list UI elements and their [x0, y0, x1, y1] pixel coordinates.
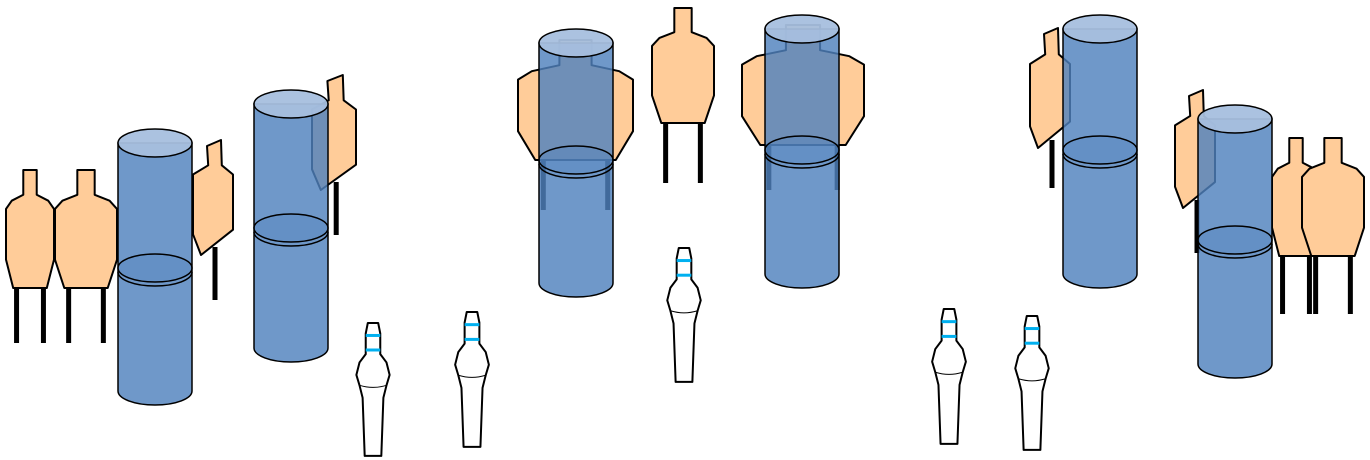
pin-neck-line — [935, 371, 963, 375]
barrel-seam-rim — [1062, 153, 1138, 169]
target-silhouette — [651, 7, 715, 124]
target-silhouette — [1301, 137, 1365, 257]
paper-target — [5, 169, 55, 343]
barrel-body — [117, 142, 193, 406]
pin-neck-line — [670, 310, 698, 314]
barrel-top — [764, 14, 840, 44]
barrel-seam-rim — [764, 153, 840, 169]
bowling-pin — [454, 311, 490, 448]
target-side-silhouette — [192, 139, 234, 256]
pin-neck-line — [1018, 378, 1046, 382]
target-silhouette — [54, 169, 118, 289]
target-side-silhouette — [1029, 27, 1071, 149]
pin-neck-line — [458, 374, 486, 378]
paper-target — [651, 7, 715, 183]
pin-body — [355, 322, 391, 457]
pin-body — [454, 311, 490, 448]
barrel-top — [538, 28, 614, 58]
barrel-body — [538, 42, 614, 298]
barrel-stack — [117, 128, 193, 406]
bowling-pin — [1014, 315, 1050, 451]
barrel-seam-rim — [1197, 243, 1273, 259]
bowling-pin — [666, 247, 702, 383]
barrel-stack — [538, 28, 614, 298]
paper-target-side — [1029, 27, 1071, 188]
paper-target — [54, 169, 118, 343]
barrel-seam — [117, 253, 193, 283]
target-silhouette — [5, 169, 55, 289]
barrel-stack — [764, 14, 840, 289]
pin-body — [1014, 315, 1050, 451]
barrel-seam-rim — [253, 231, 329, 247]
paper-target-side — [192, 139, 234, 300]
barrel-top — [1062, 14, 1138, 44]
barrel-top — [1197, 104, 1273, 134]
barrel-top — [117, 128, 193, 158]
barrel-seam — [253, 213, 329, 243]
barrel-seam — [1197, 225, 1273, 255]
bowling-pin — [931, 308, 967, 445]
barrel-seam-rim — [538, 163, 614, 179]
barrel-body — [764, 28, 840, 289]
barrel-top — [253, 89, 329, 119]
barrel-stack — [1197, 104, 1273, 379]
paper-target — [1301, 137, 1365, 314]
bowling-pin — [355, 322, 391, 457]
barrel-seam-rim — [117, 271, 193, 287]
pin-body — [931, 308, 967, 445]
barrel-stack — [253, 89, 329, 363]
barrel-body — [253, 103, 329, 363]
barrel-stack — [1062, 14, 1138, 289]
pin-body — [666, 247, 702, 383]
pin-neck-line — [359, 384, 387, 388]
barrel-seam — [1062, 135, 1138, 165]
barrel-seam — [538, 145, 614, 175]
barrel-body — [1197, 118, 1273, 379]
barrel-body — [1062, 28, 1138, 289]
barrel-seam — [764, 135, 840, 165]
